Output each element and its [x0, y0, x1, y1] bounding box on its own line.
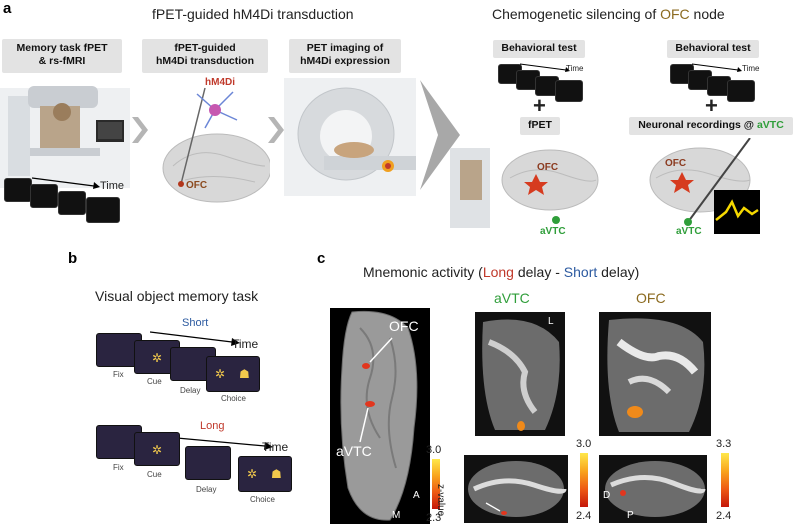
ofc-label-a2: OFC: [186, 180, 208, 191]
colorbar-3: [721, 453, 729, 507]
colorbar-1-max: 3.0: [426, 444, 442, 456]
colorbar-2-min: 2.4: [576, 510, 592, 522]
colorbar-2-max: 3.0: [576, 438, 592, 450]
panel-a-right-heading: Chemogenetic silencing of OFC node: [492, 6, 725, 22]
coronal-avtc-slice: [475, 312, 565, 436]
panel-letter-b: b: [68, 250, 78, 267]
task-screen-choice: [86, 197, 120, 223]
short-fix-label: Fix: [113, 370, 124, 379]
time-arrow-a1: [31, 177, 100, 189]
plus-sign-2: +: [705, 93, 718, 118]
ventral-surface-brain: [330, 308, 430, 524]
sagittal-avtc-slice: [464, 455, 568, 523]
time-label-long: Time: [262, 440, 289, 454]
long-choice-label: Choice: [250, 495, 275, 504]
colorbar-title: z-value: [435, 484, 446, 517]
flow-chevron-big: [420, 80, 460, 190]
avtc-label-a5: aVTC: [676, 226, 702, 237]
long-label: Long: [200, 420, 225, 432]
coronal-ofc-slice: [599, 312, 711, 436]
behavioral-test-box-2: Behavioral test: [667, 40, 759, 58]
time-label-bt1: Time: [566, 64, 584, 73]
behavioral-test-box-1: Behavioral test: [493, 40, 585, 58]
avtc-arrow-label: aVTC: [336, 443, 372, 459]
colorbar-1-min: 2.3: [426, 512, 442, 524]
colorbar-3-min: 2.4: [716, 510, 732, 522]
long-cue-label: Cue: [147, 470, 162, 479]
avtc-heading: aVTC: [494, 290, 530, 306]
fpet-box: fPET: [520, 117, 560, 135]
short-label: Short: [182, 317, 209, 329]
long-cue-screen: ✲: [134, 432, 180, 466]
short-choice-screen: ✲☗: [206, 356, 260, 392]
orient-m-label: M: [392, 510, 401, 521]
long-choice-screen: ✲☗: [238, 456, 292, 492]
long-delay-label: Delay: [196, 485, 217, 494]
panel-a-left-heading: fPET-guided hM4Di transduction: [152, 6, 354, 22]
time-arrow-bt1: [520, 63, 570, 72]
bt1-screen-4: [555, 80, 583, 102]
panel-c-title: Mnemonic activity (Long delay - Short de…: [363, 264, 640, 280]
brain-recording-illustration: [649, 138, 760, 234]
orient-p-label: P: [627, 510, 634, 521]
brain-transduction-illustration: [162, 87, 270, 203]
panel-letter-a: a: [3, 0, 12, 17]
long-fix-label: Fix: [113, 463, 124, 472]
short-cue-label: Cue: [147, 377, 162, 386]
colorbar-2: [580, 453, 588, 507]
panel-letter-c: c: [317, 250, 326, 267]
plus-sign-1: +: [533, 93, 546, 118]
flow-chevron-2: [268, 117, 284, 143]
chair-brain-fpet-illustration: [450, 148, 599, 228]
short-choice-label: Choice: [221, 394, 246, 403]
task-screen-delay: [58, 191, 86, 215]
step-memory-task-fpet: Memory task fPET& rs-fMRI: [2, 39, 122, 73]
orient-d-label: D: [603, 490, 611, 501]
ofc-heading: OFC: [636, 290, 666, 306]
monkey-chair-illustration: [0, 86, 130, 188]
long-delay-screen: [185, 446, 231, 480]
sagittal-ofc-slice: [599, 455, 707, 523]
bt2-screen-4: [727, 80, 755, 102]
task-screen-cue: [30, 184, 58, 208]
neuronal-recordings-box: Neuronal recordings @ aVTC: [629, 117, 793, 135]
flow-chevron-1: [132, 117, 148, 143]
ofc-label-a4: OFC: [537, 162, 559, 173]
time-arrow-bt2: [692, 63, 742, 72]
coronal-side-label: L: [548, 316, 554, 327]
ofc-label-a5: OFC: [665, 158, 687, 169]
short-delay-label: Delay: [180, 386, 201, 395]
colorbar-1: [432, 459, 440, 509]
ofc-arrow-label: OFC: [389, 318, 419, 334]
panel-b-title: Visual object memory task: [95, 288, 259, 304]
time-label-a1: Time: [100, 180, 125, 192]
pet-scanner-illustration: [284, 78, 416, 196]
time-label-short: Time: [232, 337, 259, 351]
orient-a-label: A: [413, 490, 420, 501]
avtc-label-a4: aVTC: [540, 226, 566, 237]
hm4di-label: hM4Di: [205, 77, 235, 88]
time-arrow-short: [150, 331, 240, 346]
task-screen-fix: [4, 178, 32, 202]
colorbar-3-max: 3.3: [716, 438, 732, 450]
time-label-bt2: Time: [742, 64, 760, 73]
